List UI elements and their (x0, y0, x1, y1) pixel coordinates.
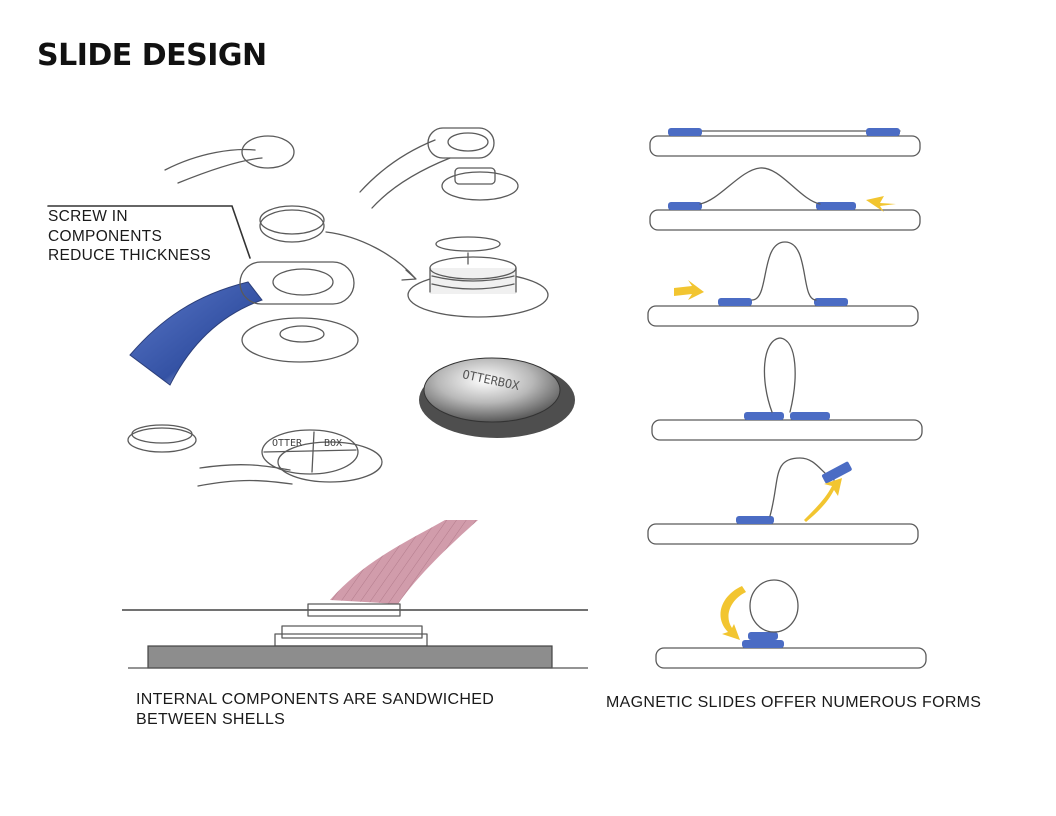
left-caption-line-1: INTERNAL COMPONENTS ARE SANDWICHED (136, 690, 494, 710)
strap-clip-sketch (360, 128, 518, 208)
cord-button-sketch (165, 136, 294, 183)
slide-form-1 (650, 128, 920, 156)
blue-strap-sketch (130, 262, 354, 385)
threaded-base-sketch (408, 237, 548, 317)
left-caption-line-2: BETWEEN SHELLS (136, 710, 494, 730)
slide-form-3 (648, 242, 918, 326)
yellow-arrow-icon (674, 280, 704, 300)
callout-leader-line (48, 206, 250, 258)
otterbox-puck-render: OTTERBOX (419, 358, 575, 438)
slide-form-5 (648, 458, 918, 544)
slide-form-4 (652, 338, 922, 440)
button-text-bottom: BOX (324, 438, 342, 449)
washer-sketch (242, 318, 358, 362)
sandwich-cross-section (122, 520, 588, 668)
button-text-top: OTTER (272, 438, 303, 449)
yellow-arrow-icon (804, 478, 842, 522)
right-caption: MAGNETIC SLIDES OFFER NUMEROUS FORMS (606, 693, 981, 713)
slide-form-6 (656, 580, 926, 668)
slide-form-2 (650, 168, 920, 230)
button-sketch: OTTER BOX (128, 425, 382, 486)
yellow-arrow-icon (720, 586, 746, 640)
left-caption: INTERNAL COMPONENTS ARE SANDWICHED BETWE… (136, 690, 494, 730)
screw-cap-sketch (260, 206, 416, 280)
